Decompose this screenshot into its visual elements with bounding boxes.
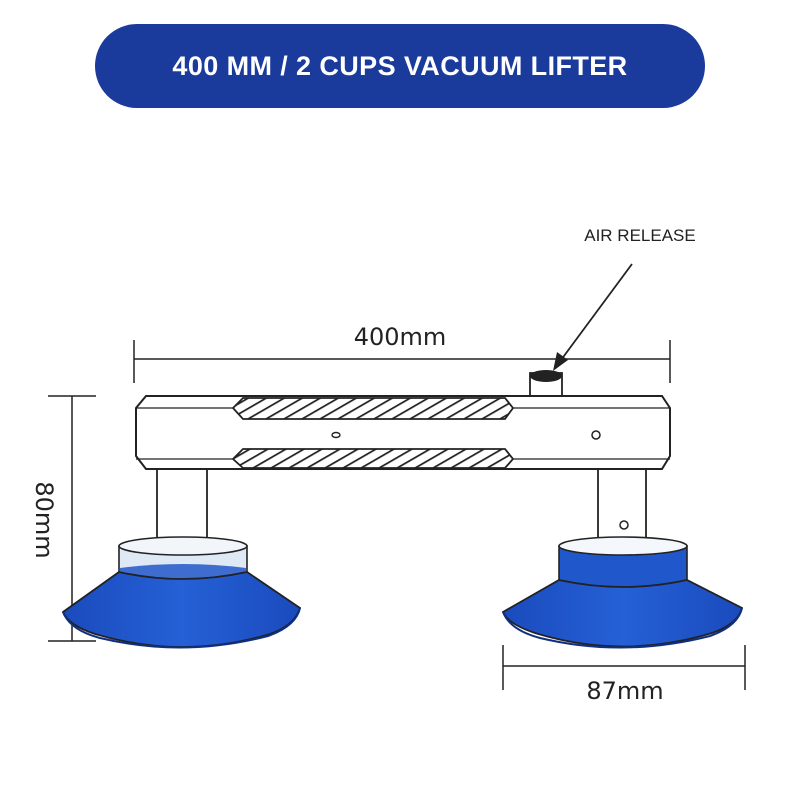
left-suction-cup <box>61 536 302 649</box>
length-label: 400mm <box>353 323 447 351</box>
title-banner: 400 MM / 2 CUPS VACUUM LIFTER <box>95 24 705 108</box>
length-dimension <box>133 340 671 383</box>
air-release-arrow <box>553 263 633 371</box>
air-release-button <box>529 370 563 398</box>
air-release-label: AIR RELEASE <box>584 226 696 245</box>
handle-bar <box>135 395 671 470</box>
right-suction-cup <box>501 536 744 649</box>
height-label: 80mm <box>30 481 58 559</box>
handle-hole-right <box>591 430 601 440</box>
cup-diameter-label: 87mm <box>586 677 664 705</box>
handle-slot-left <box>331 431 341 439</box>
title-text: 400 MM / 2 CUPS VACUUM LIFTER <box>172 50 628 81</box>
right-stem-hole <box>619 520 629 530</box>
cup-diameter-dimension <box>502 645 746 690</box>
right-stem <box>597 463 647 551</box>
height-dimension <box>48 395 96 642</box>
